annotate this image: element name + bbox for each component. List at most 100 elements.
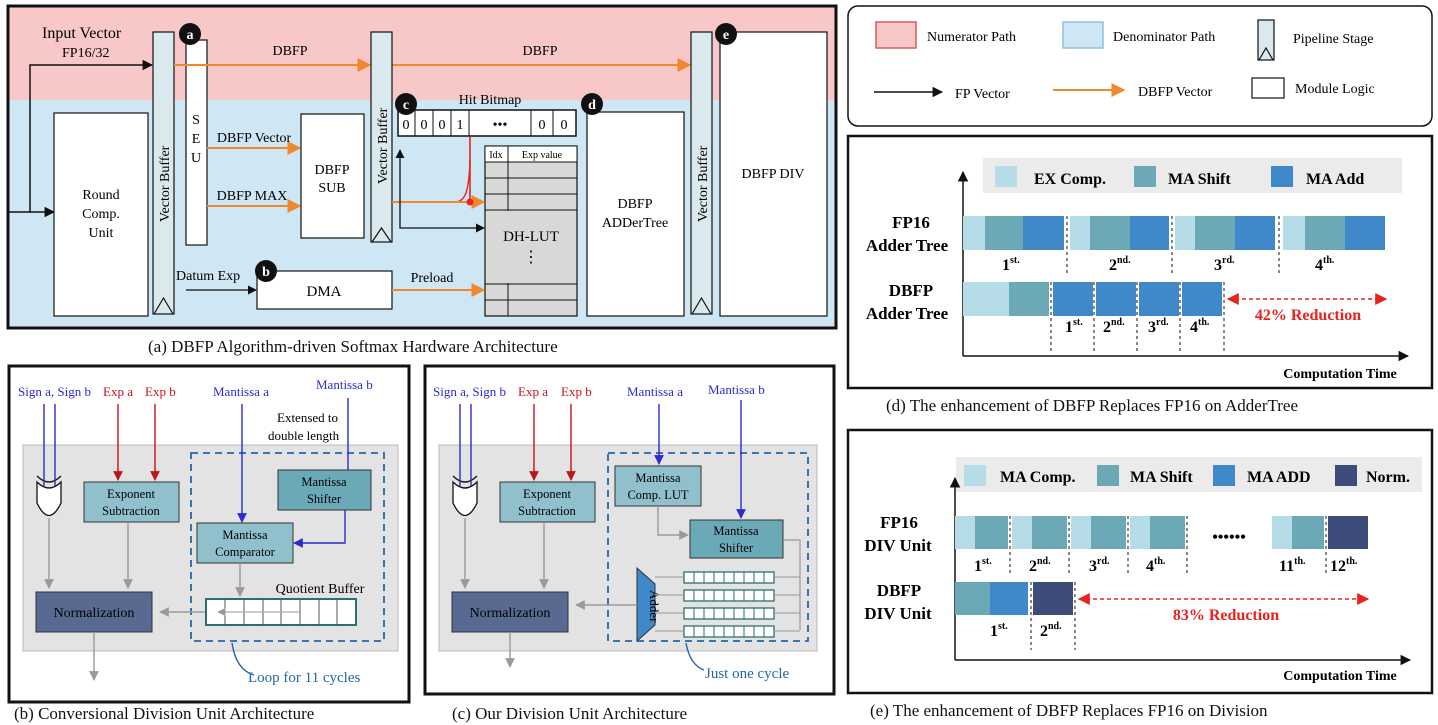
mant-b-label: Mantissa b <box>708 382 765 397</box>
exp-sub-label-2: Subtraction <box>102 504 160 518</box>
fp16-stage-label: 2nd. <box>1029 556 1051 575</box>
mantissa-shifter <box>689 519 784 559</box>
mant-comp-label-1: Mantissa <box>222 528 268 542</box>
legend-ma-comp: MA Comp. <box>1000 469 1076 486</box>
register-bank <box>655 571 800 638</box>
sign-label: Sign a, Sign b <box>433 384 506 399</box>
legend-numerator: Numerator Path <box>927 30 1016 45</box>
legend-ma-add: MA ADD <box>1247 469 1311 486</box>
extended-label-2: double length <box>268 428 340 443</box>
mant-shifter-label-1: Mantissa <box>713 524 759 538</box>
lut-exp-value: Exp value <box>522 150 563 161</box>
exp-sub-label-2: Subtraction <box>518 504 576 518</box>
bitmap-cell: ••• <box>493 118 508 133</box>
svg-text:e: e <box>723 28 729 43</box>
mant-a-label: Mantissa a <box>213 384 269 399</box>
legend-ma-add: MA Add <box>1306 171 1364 188</box>
exp-a-label: Exp a <box>518 384 548 399</box>
dbfp-sub-label-2: SUB <box>318 181 345 196</box>
svg-text:b: b <box>262 265 270 280</box>
module-logic-swatch <box>1251 77 1285 99</box>
adder-label: Adder <box>647 590 662 623</box>
svg-text:a: a <box>187 28 194 43</box>
row1-label-2: Adder Tree <box>866 236 949 255</box>
loop-label: Loop for 11 cycles <box>248 670 360 686</box>
legend-ma-shift: MA Shift <box>1168 171 1231 188</box>
seu-u: U <box>191 151 201 166</box>
datum-exp-label: Datum Exp <box>176 269 240 284</box>
dbfp-div-block <box>719 31 828 317</box>
mant-a-label: Mantissa a <box>627 384 683 399</box>
loop-region <box>190 452 385 642</box>
preload-label: Preload <box>411 271 454 286</box>
dbfp-stage-label: 1st. <box>1065 317 1083 336</box>
row2-label-2: Adder Tree <box>866 304 949 323</box>
panel-d: EX Comp. MA Shift MA Add FP16 Adder Tree… <box>846 134 1434 390</box>
svg-text:d: d <box>588 98 596 113</box>
normalization-block <box>451 591 569 633</box>
mant-shifter-label-2: Shifter <box>719 541 754 555</box>
dbfp-adder-bars <box>963 282 1225 352</box>
dbfp-stage-label: 2nd. <box>1103 317 1125 336</box>
reduction-label: 42% Reduction <box>1255 307 1361 324</box>
badge-e: e <box>715 23 737 45</box>
fp16-stage-label: 3rd. <box>1214 255 1235 274</box>
dbfp-top-label-1: DBFP <box>272 44 307 59</box>
legend-denominator-swatch <box>1062 21 1104 49</box>
mantissa-shifter <box>277 469 372 511</box>
panel-a-frame <box>6 4 838 330</box>
vector-buffer-3-label: Vector Buffer <box>696 145 711 222</box>
fp16-div-bars <box>955 516 1368 574</box>
input-type-label: FP16/32 <box>62 46 109 61</box>
dbfp-stage-label: 4th. <box>1190 317 1210 336</box>
legend-bg <box>983 158 1402 193</box>
exp-sub-label-1: Exponent <box>107 487 155 501</box>
legend-dbfp-vector: DBFP Vector <box>1138 85 1213 100</box>
fp16-stage-label: 11th. <box>1279 556 1306 575</box>
vector-buffer-1 <box>152 31 175 315</box>
panel-c: Sign a, Sign b Exp a Exp b Mantissa a Ma… <box>423 364 836 696</box>
round-label-3: Unit <box>89 226 114 241</box>
exp-b-label: Exp b <box>561 384 592 399</box>
input-vector-label: Input Vector <box>42 25 122 42</box>
row2-label-1: DBFP <box>889 281 933 300</box>
xor-gate-icon <box>36 480 62 517</box>
fp16-stage-label: 12th. <box>1330 556 1358 575</box>
adder-tree-label-2: ADDerTree <box>602 216 668 231</box>
dh-lut-label: DH-LUT <box>503 229 559 245</box>
panel-a: Input Vector FP16/32 Round Comp. Unit Ve… <box>6 4 838 330</box>
caption-b: (b) Conversional Division Unit Architect… <box>14 704 315 723</box>
legend-module-logic: Module Logic <box>1295 82 1375 97</box>
dbfp-sub-label-1: DBFP <box>314 163 349 178</box>
mant-lut-label-1: Mantissa <box>635 471 681 485</box>
dbfp-div-bars <box>955 582 1076 650</box>
adder-shape <box>636 566 656 643</box>
row2-label-2: DIV Unit <box>864 604 932 623</box>
fp16-stage-label: 1st. <box>974 556 992 575</box>
row2-label-1: DBFP <box>877 581 921 600</box>
row1-label-1: FP16 <box>892 213 930 232</box>
dbfp-vector-label: DBFP Vector <box>217 131 292 146</box>
normalization-label: Normalization <box>470 606 551 621</box>
panel-e: MA Comp. MA Shift MA ADD Norm. FP16 DIV … <box>846 428 1434 695</box>
exp-b-label: Exp b <box>145 384 176 399</box>
fp16-adder-bars <box>963 216 1385 276</box>
adder-tree-label-1: DBFP <box>617 197 652 212</box>
lut-idx: Idx <box>489 150 502 161</box>
dh-lut: Idx Exp value DH-LUT ⋮ <box>484 145 578 317</box>
legend-ma-shift: MA Shift <box>1130 469 1193 486</box>
vector-buffer-2-label: Vector Buffer <box>376 107 391 184</box>
panel-b: Sign a, Sign b Exp a Exp b Mantissa a Ma… <box>7 364 411 704</box>
mant-comp-label-2: Comparator <box>215 545 276 559</box>
sign-label: Sign a, Sign b <box>18 384 91 399</box>
legend-norm: Norm. <box>1366 469 1410 486</box>
pipeline-stage-icon <box>1257 19 1275 61</box>
normalization-label: Normalization <box>54 606 135 621</box>
dbfp-max-label: DBFP MAX <box>217 189 288 204</box>
fp16-stage-label: 1st. <box>1002 255 1020 274</box>
exp-sub-label-1: Exponent <box>523 487 571 501</box>
mantissa-comparator <box>196 522 294 564</box>
bitmap-cell: 0 <box>539 118 546 133</box>
seu-e: E <box>192 132 201 147</box>
caption-e: (e) The enhancement of DBFP Replaces FP1… <box>870 701 1268 720</box>
